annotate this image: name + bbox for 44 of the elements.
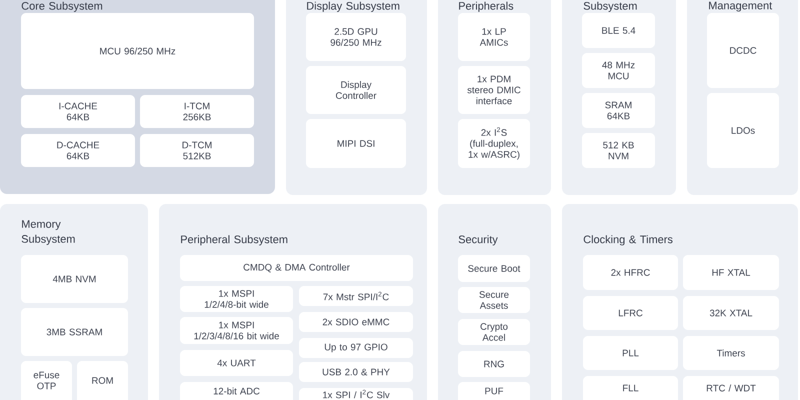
block-box: ROM — [77, 361, 128, 400]
block-box: MIPI DSI — [306, 119, 406, 168]
block-box: Display Controller — [306, 66, 406, 114]
block-box: 12-bit ADC — [180, 382, 293, 400]
block-box: PUF — [458, 382, 530, 400]
block-box: 4x UART — [180, 350, 293, 376]
block-box: eFuse OTP — [21, 361, 72, 400]
block-box: 1x MSPI 1/2/4/8-bit wide — [180, 286, 293, 312]
block-box: Secure Boot — [458, 255, 530, 282]
block-box: RNG — [458, 351, 530, 377]
block-box: 1x MSPI 1/2/3/4/8/16 bit wide — [180, 317, 293, 344]
block-box: 1x SPI / I$^{2}$C Slv — [299, 388, 413, 400]
block-box: SRAM 64KB — [582, 93, 655, 128]
block-box: 32K XTAL — [683, 296, 779, 330]
block-box: 7x Mstr SPI/I$^{2}$C — [299, 286, 413, 306]
block-box: 2x I$^{2}$S (full-duplex, 1x w/ASRC) — [458, 119, 530, 168]
block-box: HF XTAL — [683, 255, 779, 290]
block-box: RTC / WDT — [683, 376, 779, 400]
block-box: 2x HFRC — [583, 255, 678, 290]
block-box: BLE 5.4 — [582, 13, 655, 48]
block-box: MCU 96/250 MHz — [21, 13, 254, 89]
block-box: I-TCM 256KB — [140, 95, 254, 128]
block-box: I-CACHE 64KB — [21, 95, 135, 128]
block-box: Crypto Accel — [458, 319, 530, 345]
block-box: Secure Assets — [458, 287, 530, 313]
block-box: USB 2.0 & PHY — [299, 362, 413, 382]
block-box: LDOs — [707, 93, 779, 168]
block-box: 2x SDIO eMMC — [299, 312, 413, 332]
block-box: 1x LP AMICs — [458, 13, 530, 61]
block-box: PLL — [583, 336, 678, 370]
block-box: DCDC — [707, 13, 779, 88]
block-box: D-TCM 512KB — [140, 134, 254, 167]
block-box: FLL — [583, 376, 678, 400]
block-box: 512 KB NVM — [582, 133, 655, 168]
block-box: CMDQ & DMA Controller — [180, 255, 413, 281]
block-box: 48 MHz MCU — [582, 53, 655, 88]
block-box: 3MB SSRAM — [21, 308, 128, 356]
block-box: D-CACHE 64KB — [21, 134, 135, 167]
block-box: LFRC — [583, 296, 678, 330]
block-box: Timers — [683, 336, 779, 370]
block-box: 1x PDM stereo DMIC interface — [458, 66, 530, 114]
block-box: 4MB NVM — [21, 255, 128, 303]
block-box: 2.5D GPU 96/250 MHz — [306, 13, 406, 61]
block-box: Up to 97 GPIO — [299, 338, 413, 358]
